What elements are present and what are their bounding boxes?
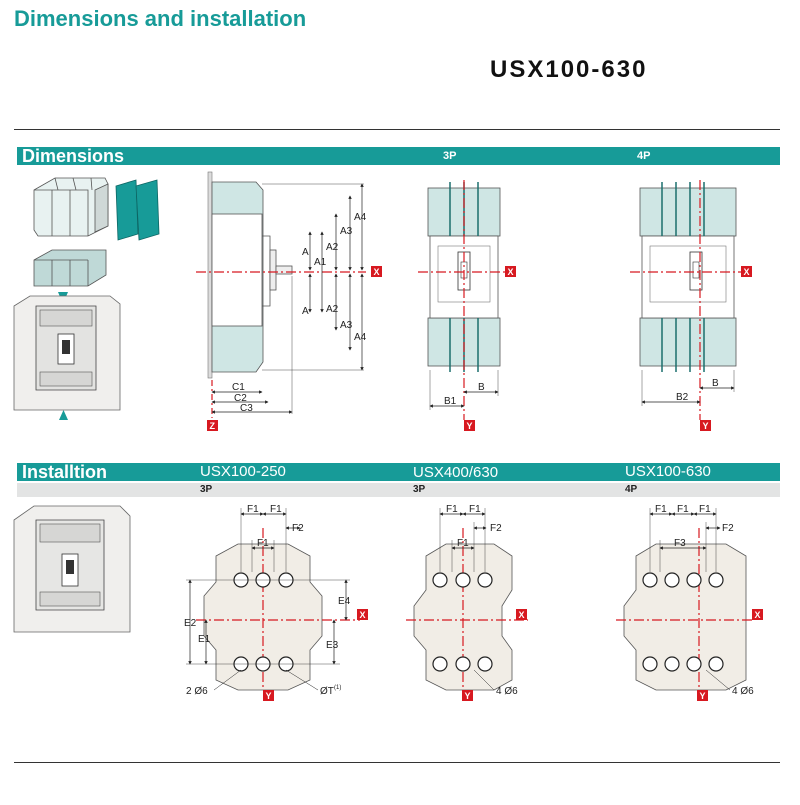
installation-bar [17,463,780,481]
install-poles-1: 3P [200,484,213,495]
f1-label-1c: F1 [257,538,269,549]
install-plate-1: F1 F1 F2 F1 E4 E2 E1 E3 2 Ø6 ØT (1) X Y [184,504,368,701]
f2-label-1: F2 [292,523,304,534]
axis-y-label-p1: Y [266,691,272,701]
axis-y-label-4p: Y [703,421,709,431]
axis-x-label-p2: X [519,610,525,620]
front-view-3p-drawing: B B1 X Y [418,180,516,431]
hole-label-1: 2 Ø6 [186,686,208,697]
dim-label-c2: C2 [234,393,247,404]
dim-label-a4-top: A4 [354,212,367,223]
install-model-3: USX100-630 [625,463,711,480]
phase-barrier-illustration [115,179,160,241]
f1-label-1b: F1 [270,504,282,515]
f2-label-2: F2 [490,523,502,534]
f1-label-3a: F1 [655,504,667,515]
axis-y-label-p3: Y [700,691,706,701]
e4-label: E4 [338,596,351,607]
f3-label: F3 [674,538,686,549]
dimensions-3p-label: 3P [443,150,457,162]
axis-z-label: Z [210,421,216,431]
install-poles-3: 4P [625,484,638,495]
e3-label: E3 [326,640,339,651]
axis-y-label-3p: Y [467,421,473,431]
dim-label-b-4p: B [712,378,719,389]
axis-x-label-4p: X [744,267,750,277]
dimensions-title: Dimensions [22,146,125,166]
axis-y-label-p2: Y [465,691,471,701]
f1-label-3b: F1 [677,504,689,515]
axis-x-label-p1: X [360,610,366,620]
hole-label-3: 4 Ø6 [732,686,754,697]
f1-label-3c: F1 [699,504,711,515]
top-divider [14,129,780,130]
installation-title: Installtion [22,462,107,482]
dim-label-a2-top: A2 [326,242,339,253]
dimensions-4p-label: 4P [637,150,651,162]
dim-label-b2: B2 [676,392,689,403]
f2-label-3: F2 [722,523,734,534]
side-view-drawing: A A1 A2 A3 A4 A A2 A3 A4 C1 C2 C3 X Z [196,171,382,431]
spreader-illustration [33,249,107,287]
dim-label-a3-top: A3 [340,226,353,237]
dim-label-c3: C3 [240,403,253,414]
install-model-1: USX100-250 [200,463,286,480]
dimensions-bar [17,147,780,165]
axis-x-label-p3: X [755,610,761,620]
install-plate-3: F1 F1 F1 F2 F3 4 Ø6 X Y [616,504,763,701]
axis-x-marker [371,266,382,277]
breaker-illustration [13,295,121,411]
axis-x-label-3p: X [508,267,514,277]
install-model-2: USX400/630 [413,464,499,481]
arrow-up-icon [59,410,68,420]
axis-x-label: X [374,267,380,277]
dt-label: ØT [320,686,334,697]
dim-label-a-top: A [302,247,309,258]
f1-label-1a: F1 [247,504,259,515]
page-title: Dimensions and installation [14,6,307,31]
f1-label-2b: F1 [469,504,481,515]
dim-label-b1: B1 [444,396,457,407]
dim-label-a2-bottom: A2 [326,304,339,315]
dim-label-a4-bottom: A4 [354,332,367,343]
dim-label-a-bottom: A [302,306,309,317]
e2-label: E2 [184,618,197,629]
install-plate-2: F1 F1 F2 F1 4 Ø6 X Y [406,504,528,701]
install-breaker-illustration [13,505,131,633]
dt-footnote: (1) [334,685,341,691]
dim-label-b-3p: B [478,382,485,393]
dim-label-c1: C1 [232,382,245,393]
front-view-4p-drawing: B B2 X Y [630,180,752,431]
f1-label-2c: F1 [457,538,469,549]
dim-label-a3-bottom: A3 [340,320,353,331]
axis-z-marker [207,420,218,431]
f1-label-2a: F1 [446,504,458,515]
bottom-divider [14,762,780,763]
install-poles-2: 3P [413,484,426,495]
e1-label: E1 [198,634,211,645]
model-number: USX100-630 [490,56,648,83]
installation-subbar [17,483,780,497]
hole-label-2: 4 Ø6 [496,686,518,697]
terminal-shield-illustration [33,177,109,237]
dim-label-a1: A1 [314,257,327,268]
